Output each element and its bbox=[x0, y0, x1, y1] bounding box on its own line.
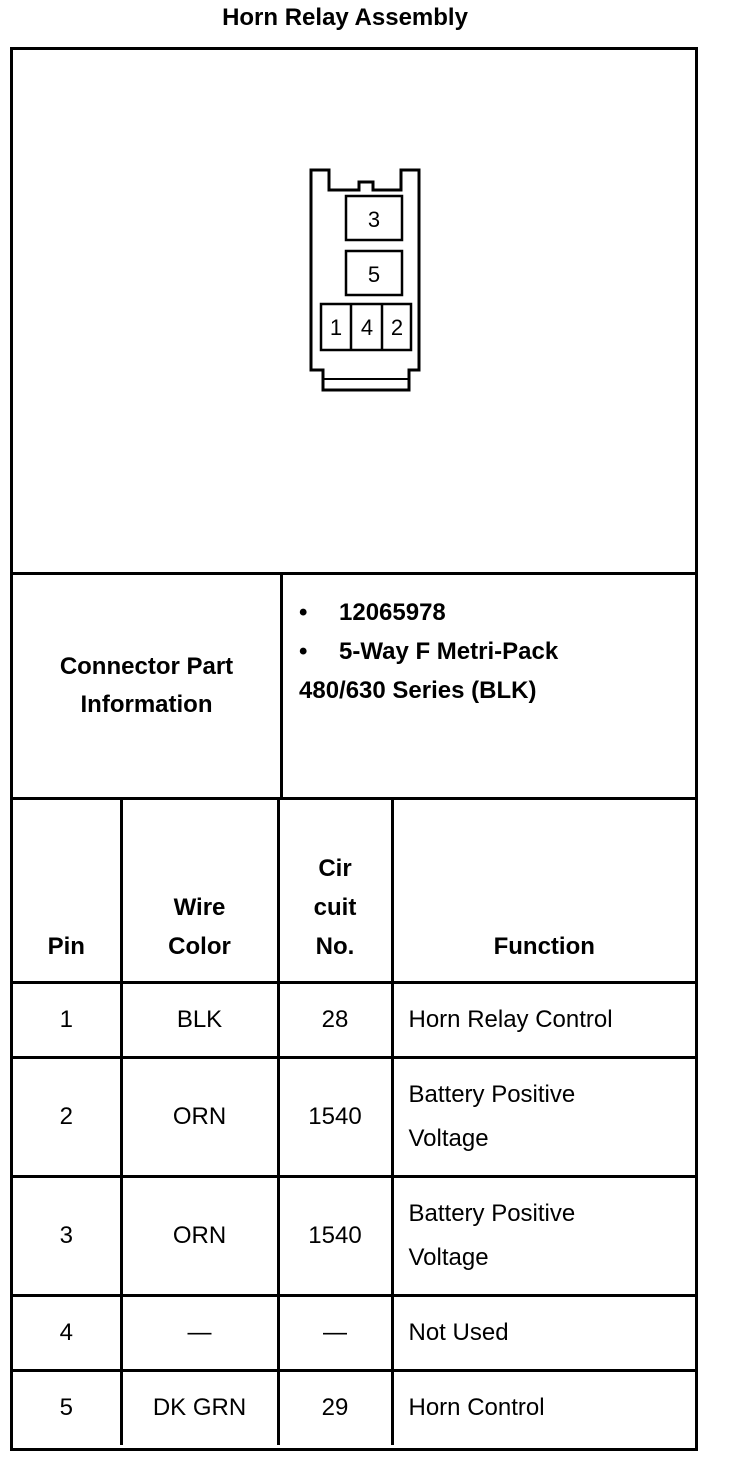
function-cell: Horn Control bbox=[408, 1394, 545, 1422]
circuit-cell: 1540 bbox=[278, 1176, 394, 1297]
cavity-group-bottom bbox=[319, 302, 413, 352]
pin-cell: 4 bbox=[13, 1295, 123, 1372]
pin-cell: 3 bbox=[13, 1176, 123, 1297]
label-line: Information bbox=[80, 691, 213, 718]
cavity-5 bbox=[344, 249, 404, 297]
table-row: 1 BLK 28 Horn Relay Control bbox=[13, 982, 695, 1059]
connector-document-frame: 3 5 1 4 2 Connector Part Information •12… bbox=[10, 47, 698, 1451]
cavity-label-4: 4 bbox=[361, 315, 373, 340]
circuit-cell: 29 bbox=[278, 1370, 394, 1445]
cavity-label-3: 3 bbox=[368, 207, 380, 232]
table-row: 4 — — Not Used bbox=[13, 1295, 695, 1372]
cavity-label-1: 1 bbox=[330, 315, 342, 340]
wire-color-cell: BLK bbox=[121, 982, 280, 1059]
circuit-cell: — bbox=[278, 1295, 394, 1372]
cavity-label-5: 5 bbox=[368, 262, 380, 287]
connector-part-info-label: Connector Part Information bbox=[13, 575, 283, 797]
connector-part-info-row: Connector Part Information • 12065978 • 5-… bbox=[13, 575, 695, 800]
bullet-icon: • bbox=[299, 599, 308, 626]
wire-color-cell: ORN bbox=[121, 1176, 280, 1297]
connector-housing-outline bbox=[309, 168, 421, 392]
cavity-label-2: 2 bbox=[391, 315, 403, 340]
connector-diagram-area: 3 5 1 4 2 bbox=[13, 50, 695, 575]
wire-color-cell: DK GRN bbox=[121, 1370, 280, 1445]
circuit-cell: 28 bbox=[278, 982, 394, 1059]
table-row: 5 DK GRN 29 Horn Control bbox=[13, 1370, 695, 1445]
pin-cell: 2 bbox=[13, 1057, 123, 1178]
connector-description: 5-Way F Metri-Pack bbox=[339, 638, 559, 665]
cavity-3 bbox=[344, 194, 404, 242]
part-number: 12065978 bbox=[339, 599, 446, 626]
wire-color-cell: ORN bbox=[121, 1057, 280, 1178]
connector-part-info-values: • 12065978 • 5-Way F Metri-Pack 480/630 Se… bbox=[283, 593, 683, 710]
header-pin: Pin bbox=[13, 800, 123, 984]
page-title: Horn Relay Assembly bbox=[222, 4, 468, 31]
bullet-icon: • bbox=[299, 638, 308, 665]
label-line: Connector Part bbox=[59, 653, 234, 680]
part-number-line: • 12065978 bbox=[283, 593, 683, 632]
header-function: Function bbox=[392, 800, 695, 984]
connector-face-diagram: 3 5 1 4 2 bbox=[309, 168, 421, 392]
pin-cell: 1 bbox=[13, 982, 123, 1059]
pin-cell: 5 bbox=[13, 1370, 123, 1445]
function-cell: Not Used bbox=[392, 1295, 695, 1372]
description-line: • 5-Way F Metri-Pack bbox=[283, 632, 683, 671]
connector-series: 480/630 Series (BLK) bbox=[299, 677, 537, 704]
function-cell: Horn Relay Control bbox=[392, 982, 695, 1059]
wire-color-cell: — bbox=[121, 1295, 280, 1372]
circuit-cell: 1540 bbox=[278, 1057, 394, 1178]
